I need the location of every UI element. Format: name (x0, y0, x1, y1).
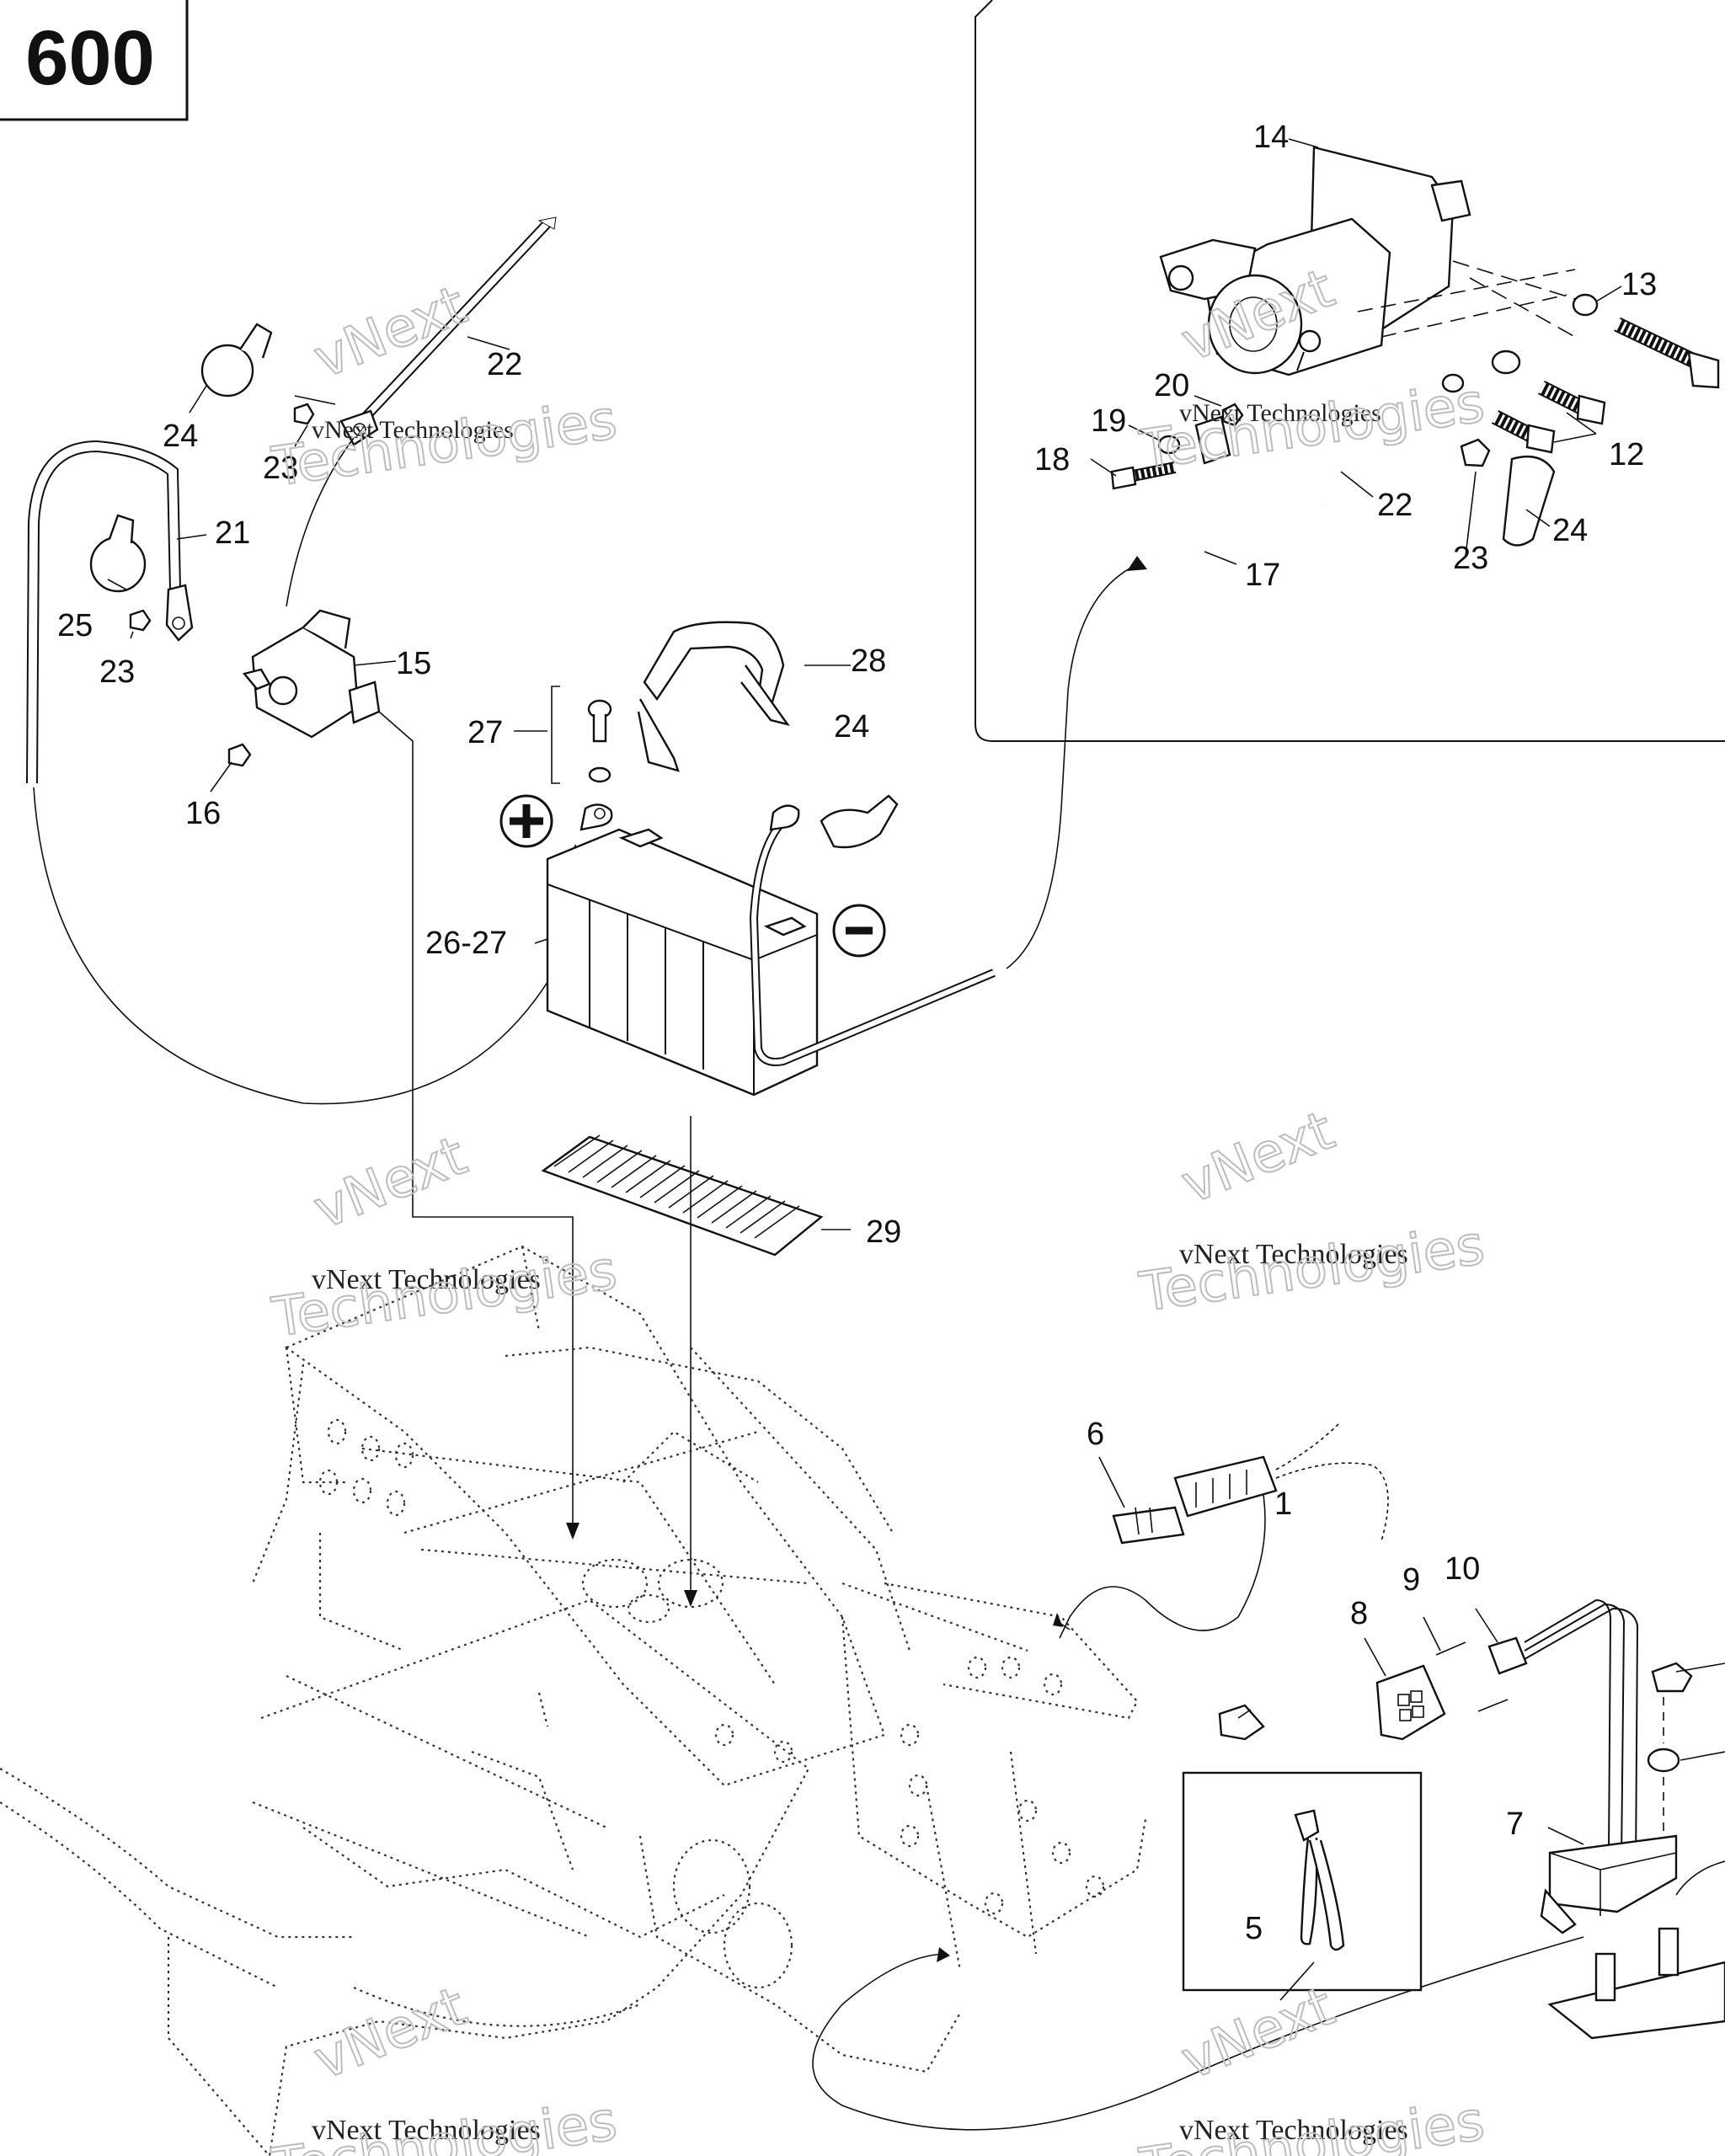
washer-icon (1647, 1748, 1680, 1773)
svg-text:vNext Technologies: vNext Technologies (1179, 399, 1381, 427)
callout-25: 25 (57, 608, 93, 643)
cable-route-line (1006, 562, 1142, 969)
callout-26-27: 26-27 (425, 926, 507, 961)
callout-9: 9 (1402, 1562, 1420, 1598)
svg-text:Technologies: Technologies (268, 1240, 620, 1350)
callout-27: 27 (467, 715, 503, 750)
clip-icon (1218, 1704, 1265, 1741)
svg-text:vNext: vNext (1173, 1976, 1343, 2093)
nut-icon (1221, 403, 1244, 427)
ground-cable (26, 440, 181, 784)
svg-text:vNext Technologies: vNext Technologies (1179, 1239, 1408, 1270)
callout-23-top: 23 (263, 451, 298, 486)
cable-tie-icon (1294, 1809, 1320, 1842)
nut-icon (129, 609, 152, 632)
svg-text:vNext: vNext (306, 275, 475, 392)
voltage-regulator (1540, 1834, 1678, 1935)
callout-24-top: 24 (163, 419, 198, 454)
svg-text:vNext Technologies: vNext Technologies (1179, 2115, 1408, 2146)
bolt-icon (1537, 380, 1606, 425)
battery (546, 828, 819, 1097)
callout-22-top: 22 (487, 347, 522, 382)
chassis-holes (318, 1418, 1105, 1989)
leader-lines-lower (1098, 1456, 1584, 2001)
callout-8: 8 (1350, 1596, 1368, 1631)
terminal-boot-icon (1502, 455, 1556, 547)
callout-22-inset: 22 (1377, 488, 1413, 523)
regulator-wire-route (812, 1936, 1584, 2131)
callout-5: 5 (1245, 1911, 1263, 1946)
callout-18: 18 (1034, 442, 1070, 478)
washer-icon (1441, 373, 1465, 393)
leader-lines-inset (1090, 138, 1622, 565)
callout-15: 15 (396, 646, 431, 681)
callout-28: 28 (851, 643, 886, 679)
terminal-boot-icon (89, 514, 147, 593)
fuse-icon (1112, 1506, 1185, 1545)
svg-text:vNext: vNext (306, 1125, 475, 1242)
battery-pad (541, 1134, 824, 1257)
svg-text:Technologies: Technologies (1135, 1214, 1487, 1325)
callout-21: 21 (215, 515, 250, 551)
bolt-icon (1110, 462, 1177, 490)
callout-24-inset: 24 (1552, 513, 1588, 548)
callout-23-left: 23 (99, 654, 135, 690)
long-bolt-icon (1614, 317, 1720, 389)
connector-icon (1487, 1636, 1528, 1675)
chassis-frame (0, 1245, 1147, 2156)
callout-1: 1 (1274, 1486, 1292, 1522)
callout-17: 17 (1245, 558, 1280, 593)
solenoid (242, 609, 381, 739)
callout-12: 12 (1609, 437, 1644, 472)
nut-icon (1460, 438, 1491, 467)
svg-text:vNext Technologies: vNext Technologies (312, 416, 514, 444)
svg-text:vNext Technologies: vNext Technologies (312, 1264, 541, 1295)
starter-inset-frame (975, 0, 1725, 742)
cable-tie-box (1182, 1771, 1423, 1992)
terminal-boot-icon (820, 794, 899, 849)
terminal-boot-icon (200, 323, 273, 398)
washer-icon (1572, 293, 1599, 317)
callout-13: 13 (1621, 267, 1657, 302)
callout-29: 29 (866, 1214, 901, 1250)
nut-icon (293, 403, 315, 425)
leader-lines-main (107, 336, 851, 1230)
callout-19: 19 (1091, 403, 1126, 439)
page-number: 600 (25, 15, 155, 101)
callout-labels: 1 5 6 7 8 9 10 12 13 14 15 16 17 18 19 2… (57, 120, 1657, 1946)
callout-16: 16 (185, 796, 221, 831)
washer-icon (1157, 435, 1181, 455)
nut-icon (1651, 1662, 1693, 1693)
mounting-plate (1547, 1961, 1725, 2040)
callout-23-inset: 23 (1453, 541, 1488, 576)
battery-strap (637, 621, 790, 772)
washer-icon (1491, 350, 1521, 375)
svg-text:Technologies: Technologies (268, 389, 620, 499)
callout-7: 7 (1506, 1806, 1524, 1842)
negative-terminal-symbol (832, 904, 886, 958)
stud-icon (1594, 1927, 1680, 2002)
callout-20: 20 (1154, 368, 1189, 403)
callout-6: 6 (1087, 1417, 1104, 1452)
callout-24-battery: 24 (834, 709, 869, 744)
starter-motor (1159, 146, 1576, 376)
terminal-pin-icon (1477, 1699, 1509, 1712)
screw-icon (587, 699, 612, 783)
svg-text:vNext: vNext (306, 1976, 475, 2093)
callout-10: 10 (1445, 1551, 1480, 1587)
svg-text:vNext Technologies: vNext Technologies (312, 2115, 541, 2146)
page-number-box: 600 (0, 0, 189, 121)
fuse-holder (1059, 1422, 1389, 1639)
connector-housing (1375, 1664, 1446, 1741)
callout-14: 14 (1253, 120, 1289, 155)
terminal-pin-icon (1435, 1641, 1466, 1656)
nut-icon (227, 743, 252, 767)
positive-terminal-symbol (499, 794, 553, 848)
svg-text:vNext: vNext (1173, 1100, 1343, 1217)
solenoid-wire-route (378, 711, 574, 1533)
bolt-icon (1491, 409, 1556, 454)
